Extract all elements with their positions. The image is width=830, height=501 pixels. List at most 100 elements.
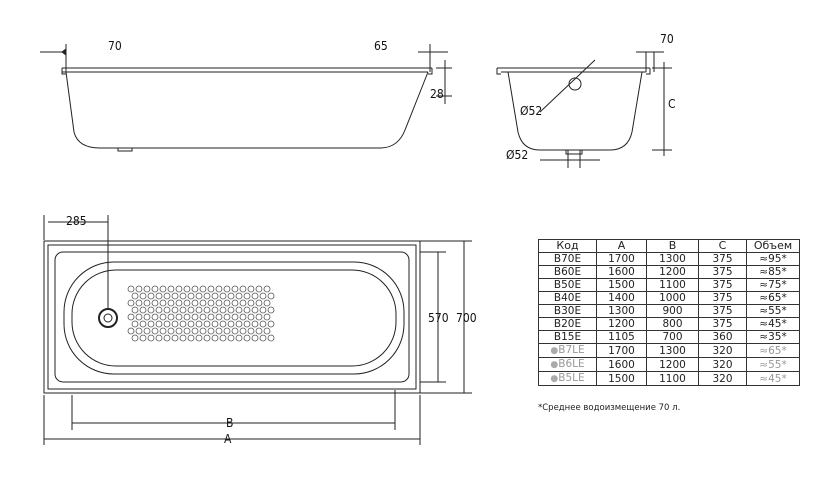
cell-code: B30E [538, 304, 597, 318]
mat-dot [243, 306, 251, 314]
mat-dot [143, 285, 151, 293]
mat-dot [267, 334, 275, 342]
cell-volume: ≈75* [746, 278, 800, 292]
cell-text: B60E [553, 266, 582, 278]
mat-dot [259, 334, 267, 342]
cell-text: 320 [712, 372, 733, 385]
mat-dot [175, 327, 183, 335]
cell-text: 1100 [659, 372, 686, 385]
cell-text: B5LE [558, 372, 585, 384]
cell-text: ≈65* [759, 292, 787, 304]
mat-dot [143, 313, 151, 321]
mat-dot [239, 327, 247, 335]
mat-dot [195, 320, 203, 328]
mat-dot [199, 285, 207, 293]
mat-dot [131, 334, 139, 342]
cell-b: 1300 [646, 252, 699, 266]
cell-text: 360 [712, 331, 733, 343]
mat-dot [203, 334, 211, 342]
cell-c: 320 [698, 357, 747, 372]
mat-dot [219, 292, 227, 300]
cell-text: 1300 [608, 305, 635, 317]
mat-dot [187, 334, 195, 342]
cell-a: 1300 [596, 304, 647, 318]
cell-text: ≈85* [759, 266, 787, 278]
mat-dot [267, 306, 275, 314]
water-drop-icon: ● [550, 374, 559, 384]
cell-a: 1600 [596, 265, 647, 279]
side-dim-rim: 28 [430, 87, 444, 101]
mat-dot [171, 334, 179, 342]
mat-dot [219, 334, 227, 342]
cell-text: 1300 [659, 344, 686, 357]
mat-dot [203, 292, 211, 300]
cell-a: 1200 [596, 317, 647, 331]
mat-dot [211, 292, 219, 300]
mat-dot [227, 320, 235, 328]
mat-dot [251, 292, 259, 300]
cell-code: ●B5LE [538, 371, 597, 386]
mat-dot [235, 334, 243, 342]
mat-dot [151, 327, 159, 335]
cell-volume: ≈95* [746, 252, 800, 266]
mat-dot [187, 306, 195, 314]
cell-text: 375 [712, 318, 733, 330]
cell-code: B50E [538, 278, 597, 292]
mat-dot [251, 334, 259, 342]
mat-dot [163, 334, 171, 342]
mat-dot [207, 285, 215, 293]
cell-text: B50E [553, 279, 582, 291]
mat-dot [183, 327, 191, 335]
section-dim-top: 70 [660, 32, 674, 46]
mat-dot [131, 292, 139, 300]
mat-dot [131, 320, 139, 328]
cell-text: B6LE [558, 358, 585, 370]
cell-c: 375 [698, 304, 747, 318]
mat-dot [227, 292, 235, 300]
mat-dot [179, 306, 187, 314]
top-dim-inner-width: 570 [428, 311, 449, 325]
mat-dot [163, 306, 171, 314]
mat-dot [219, 306, 227, 314]
mat-dot [243, 320, 251, 328]
cell-c: 375 [698, 278, 747, 292]
cell-text: 1600 [608, 358, 635, 371]
mat-dot [151, 313, 159, 321]
mat-dot [235, 292, 243, 300]
mat-dot [187, 320, 195, 328]
mat-dot [259, 306, 267, 314]
cell-code: ●B6LE [538, 357, 597, 372]
cell-text: 1500 [608, 372, 635, 385]
mat-dot [247, 285, 255, 293]
mat-dot [227, 334, 235, 342]
mat-dot [247, 313, 255, 321]
cell-text: 320 [712, 344, 733, 357]
mat-dot [167, 285, 175, 293]
mat-dot [267, 292, 275, 300]
mat-dot [127, 299, 135, 307]
mat-dot [255, 285, 263, 293]
cell-a: 1400 [596, 291, 647, 305]
cell-code: B20E [538, 317, 597, 331]
side-dim-left: 70 [108, 39, 122, 53]
mat-dot [203, 306, 211, 314]
mat-dot [199, 327, 207, 335]
cell-text: 1100 [659, 279, 686, 291]
mat-dot [195, 306, 203, 314]
cell-volume: ≈45* [746, 371, 800, 386]
mat-dot [215, 285, 223, 293]
cell-volume: ≈65* [746, 291, 800, 305]
mat-dot [127, 327, 135, 335]
mat-dot [163, 292, 171, 300]
header-code: Код [538, 239, 597, 253]
mat-dot [131, 306, 139, 314]
cell-text: ≈35* [759, 331, 787, 343]
mat-dot [163, 320, 171, 328]
header-a: A [596, 239, 647, 253]
cell-text: ≈55* [759, 305, 787, 317]
cell-b: 1100 [646, 371, 699, 386]
